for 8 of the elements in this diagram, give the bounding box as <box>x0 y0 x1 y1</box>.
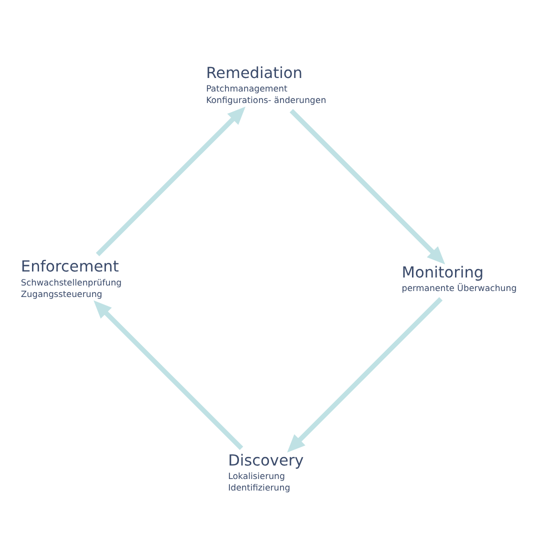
node-text: Remediation Patchmanagement Konfigurations- änderungen <box>206 64 326 106</box>
node-text: Discovery Lokalisierung Identifizierung <box>228 451 304 494</box>
arrow <box>96 106 246 256</box>
node-text: Enforcement Schwachstellenprüfung Zugangssteuerung <box>20 258 122 300</box>
arrow <box>94 300 244 450</box>
arrow <box>290 108 446 264</box>
node-text: Monitoring permanente Überwachung <box>402 263 517 294</box>
arrow <box>287 297 443 453</box>
